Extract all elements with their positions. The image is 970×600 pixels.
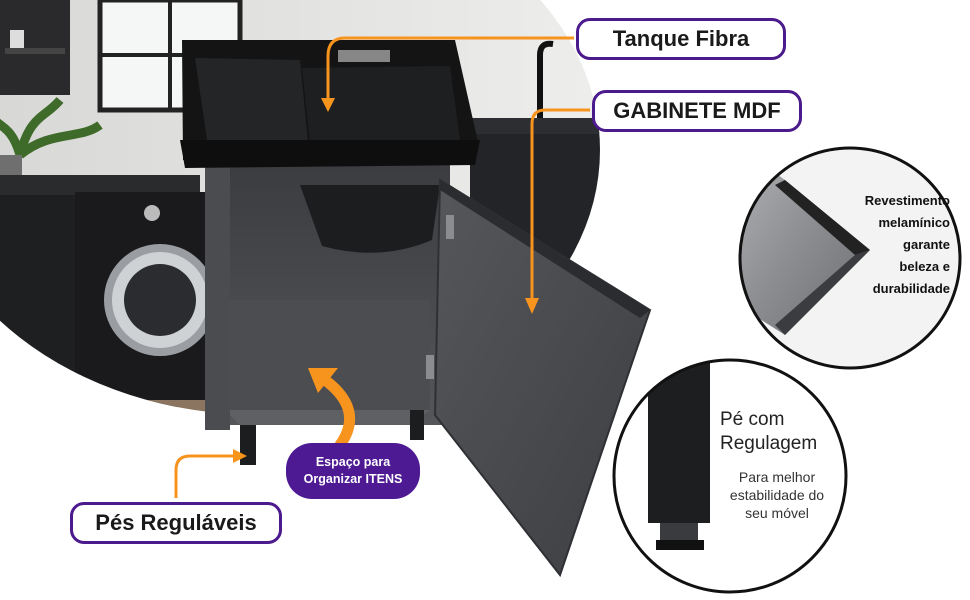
foot-inset — [612, 358, 848, 594]
gabinete-mdf-text: GABINETE MDF — [613, 98, 781, 123]
coating-inset — [738, 146, 962, 370]
arrow-pes — [174, 454, 235, 498]
foot-subtitle: Para melhor estabilidade do seu móvel — [714, 468, 840, 522]
coating-description: Revestimento melamínico garante beleza e… — [800, 190, 950, 300]
arrow-gabinete — [530, 108, 590, 300]
pes-regulaveis-text: Pés Reguláveis — [95, 510, 257, 535]
callout-arrows — [174, 36, 590, 498]
coating-line: melamínico — [878, 215, 950, 230]
foot-sub-line: Para melhor — [738, 469, 816, 485]
pes-regulaveis-label: Pés Reguláveis — [70, 502, 282, 544]
arrow-space — [319, 374, 356, 451]
coating-line: beleza e — [899, 259, 950, 274]
storage-space-badge: Espaço para Organizar ITENS — [286, 443, 420, 499]
tanque-fibra-text: Tanque Fibra — [612, 26, 750, 51]
coating-line: garante — [903, 237, 950, 252]
foot-title-line2: Regulagem — [720, 433, 818, 454]
storage-space-line1: Espaço para — [315, 455, 391, 469]
tanque-fibra-label: Tanque Fibra — [576, 18, 786, 60]
storage-space-line2: Organizar ITENS — [303, 472, 403, 486]
foot-title: Pé com Regulagem — [720, 408, 817, 456]
cabinet — [205, 160, 652, 578]
foot-title-line1: Pé com — [720, 409, 785, 430]
foot-sub-line: seu móvel — [745, 505, 809, 521]
coating-line: durabilidade — [872, 281, 950, 296]
foot-sub-line: estabilidade do — [729, 487, 825, 503]
arrow-tanque — [326, 36, 574, 100]
coating-line: Revestimento — [864, 193, 950, 208]
gabinete-mdf-label: GABINETE MDF — [592, 90, 802, 132]
